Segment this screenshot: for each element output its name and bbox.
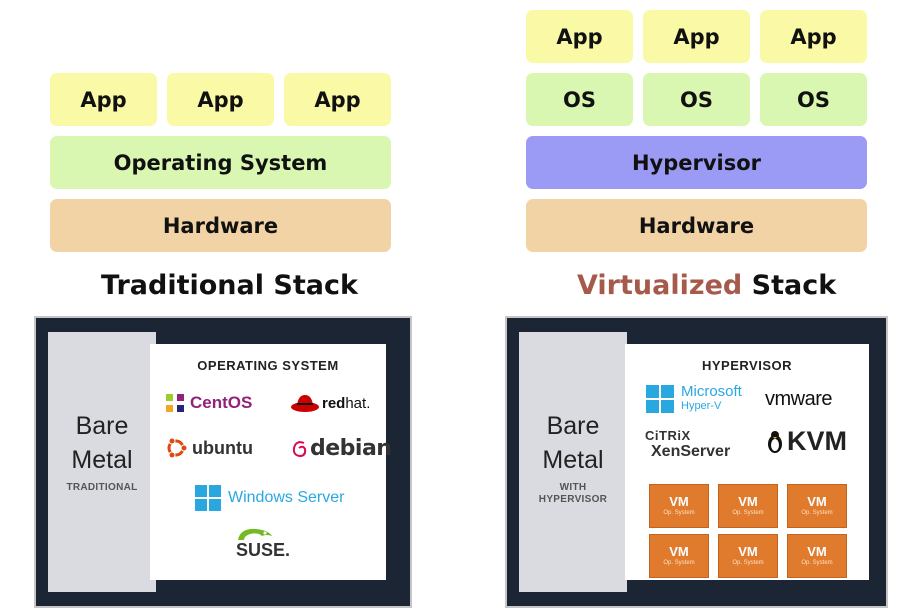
vmware-logo: vmware [765,388,833,411]
windows-server-text: Windows Server [228,489,345,506]
metal-label: Metal [542,446,604,474]
citrix-text: CiTRiX [645,428,691,443]
windows-icon [195,485,221,511]
traditional-stack-title: Traditional Stack [101,270,358,301]
trad-operating-system: Operating System [50,136,391,189]
xenserver-text: XenServer [651,443,731,460]
trad-app-3: App [284,73,391,126]
redhat-logo: redhat. [290,392,370,414]
ubuntu-icon [167,437,188,459]
vm-sublabel: Op. System [663,560,695,566]
vm-label: VM [738,494,758,509]
hyperv-text: Hyper-V [681,400,722,412]
vm-label: VM [669,544,689,559]
windows-server-logo: Windows Server [194,484,344,512]
operating-system-heading: OPERATING SYSTEM [197,358,339,373]
virt-app-1: App [526,10,633,63]
vm-label: VM [738,544,758,559]
microsoft-hyperv-logo: Microsoft Hyper-V [645,384,742,414]
virtualized-stack-title: Virtualized Stack [577,270,836,301]
bare-metal-traditional-panel: Bare Metal TRADITIONAL OPERATING SYSTEM … [34,316,412,608]
stack-word: Stack [751,270,837,301]
suse-logo: SUSE. [236,526,290,561]
redhat-red-text: red [322,394,346,412]
suse-chameleon-icon [238,528,272,540]
virt-os-2: OS [643,73,750,126]
metal-label: Metal [71,446,133,474]
bare-metal-hypervisor-label-area: Bare Metal WITH HYPERVISOR [519,332,627,592]
centos-logo: CentOS [164,392,252,414]
windows-icon [646,385,674,413]
citrix-xenserver-logo: CiTRiX XenServer [645,428,730,460]
vm-label: VM [807,494,827,509]
trad-app-1: App [50,73,157,126]
redhat-icon [291,395,319,412]
hypervisor-sublabel: HYPERVISOR [538,494,608,505]
bare-label: Bare [546,412,600,440]
bare-label: Bare [75,412,129,440]
operating-system-box: OPERATING SYSTEM CentOS redhat. [150,344,392,580]
vm-label: VM [807,544,827,559]
bare-metal-label-area: Bare Metal TRADITIONAL [48,332,156,592]
vm-label: VM [669,494,689,509]
virtualized-word: Virtualized [577,270,743,301]
virt-app-3: App [760,10,867,63]
vm-sublabel: Op. System [732,510,764,516]
virt-app-2: App [643,10,750,63]
hypervisor-box: HYPERVISOR Microsoft Hyper-V vmware CiTR… [625,344,869,580]
trad-app-2: App [167,73,274,126]
debian-logo: debian [290,436,392,461]
with-sublabel: WITH [559,482,587,493]
suse-text: SUSE. [236,540,291,560]
debian-text: debian [310,436,392,461]
virt-hypervisor: Hypervisor [526,136,867,189]
traditional-sublabel: TRADITIONAL [66,482,138,493]
virt-os-1: OS [526,73,633,126]
vm-sublabel: Op. System [801,560,833,566]
redhat-hat-text: hat. [345,394,371,412]
virt-hardware: Hardware [526,199,867,252]
ubuntu-text: ubuntu [192,437,253,458]
penguin-icon [768,430,782,453]
trad-hardware: Hardware [50,199,391,252]
centos-icon [164,392,186,414]
redhat-text: redhat. [322,395,370,412]
vmware-text: vmware [765,388,833,410]
vm-sublabel: Op. System [663,510,695,516]
kvm-logo: KVM [765,426,847,457]
bare-metal-hypervisor-panel: Bare Metal WITH HYPERVISOR HYPERVISOR Mi… [505,316,888,608]
ubuntu-logo: ubuntu [164,436,253,460]
microsoft-text: Microsoft [681,383,742,400]
vm-sublabel: Op. System [732,560,764,566]
kvm-text: KVM [787,426,847,456]
centos-text: CentOS [190,393,253,412]
vm-sublabel: Op. System [801,510,833,516]
debian-swirl-icon [292,440,307,457]
hypervisor-heading: HYPERVISOR [701,358,792,373]
virt-os-3: OS [760,73,867,126]
